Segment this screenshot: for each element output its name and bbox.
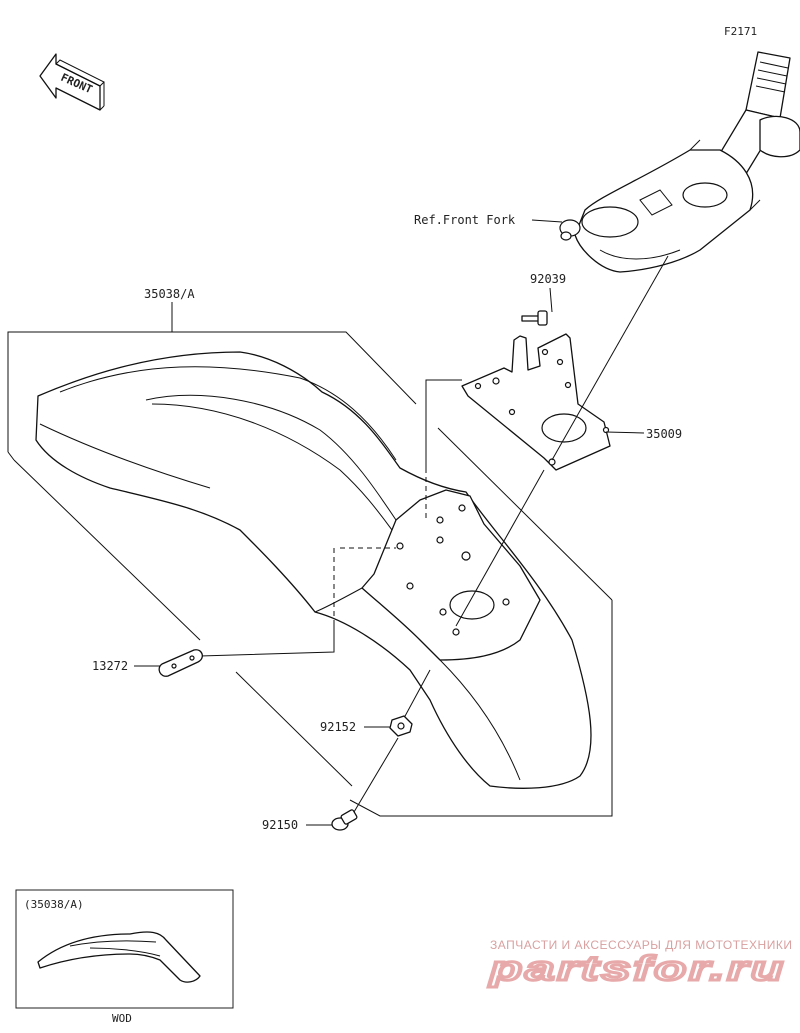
part-number-92150: 92150 xyxy=(262,818,298,832)
ref-front-fork-label: Ref.Front Fork xyxy=(414,213,516,227)
nut-92152 xyxy=(389,715,413,737)
inset-caption: WOD xyxy=(112,1012,132,1025)
watermark-logo: partsfor.ru xyxy=(488,950,786,988)
part-number-92152: 92152 xyxy=(320,720,356,734)
bolt-92039 xyxy=(521,310,548,326)
part-number-35038a: 35038/A xyxy=(144,287,195,301)
bolt-92150 xyxy=(331,809,358,831)
front-arrow-icon: FRONT xyxy=(39,53,105,111)
part-number-35009: 35009 xyxy=(646,427,682,441)
inset-panel: (35038/A) xyxy=(15,889,234,1009)
steering-stem-clamp xyxy=(559,51,800,273)
plate-13272 xyxy=(158,649,204,677)
figure-code: F2171 xyxy=(724,25,757,38)
part-number-92039: 92039 xyxy=(530,272,566,286)
part-number-13272: 13272 xyxy=(92,659,128,673)
front-fender-35038a xyxy=(35,351,592,789)
watermark: ЗАПЧАСТИ И АКСЕССУАРЫ ДЛЯ МОТОТЕХНИКИ pa… xyxy=(487,938,792,990)
fender-bracket-35009 xyxy=(461,333,611,471)
inset-title: (35038/A) xyxy=(24,898,84,911)
watermark-tagline: ЗАПЧАСТИ И АКСЕССУАРЫ ДЛЯ МОТОТЕХНИКИ xyxy=(490,938,792,952)
